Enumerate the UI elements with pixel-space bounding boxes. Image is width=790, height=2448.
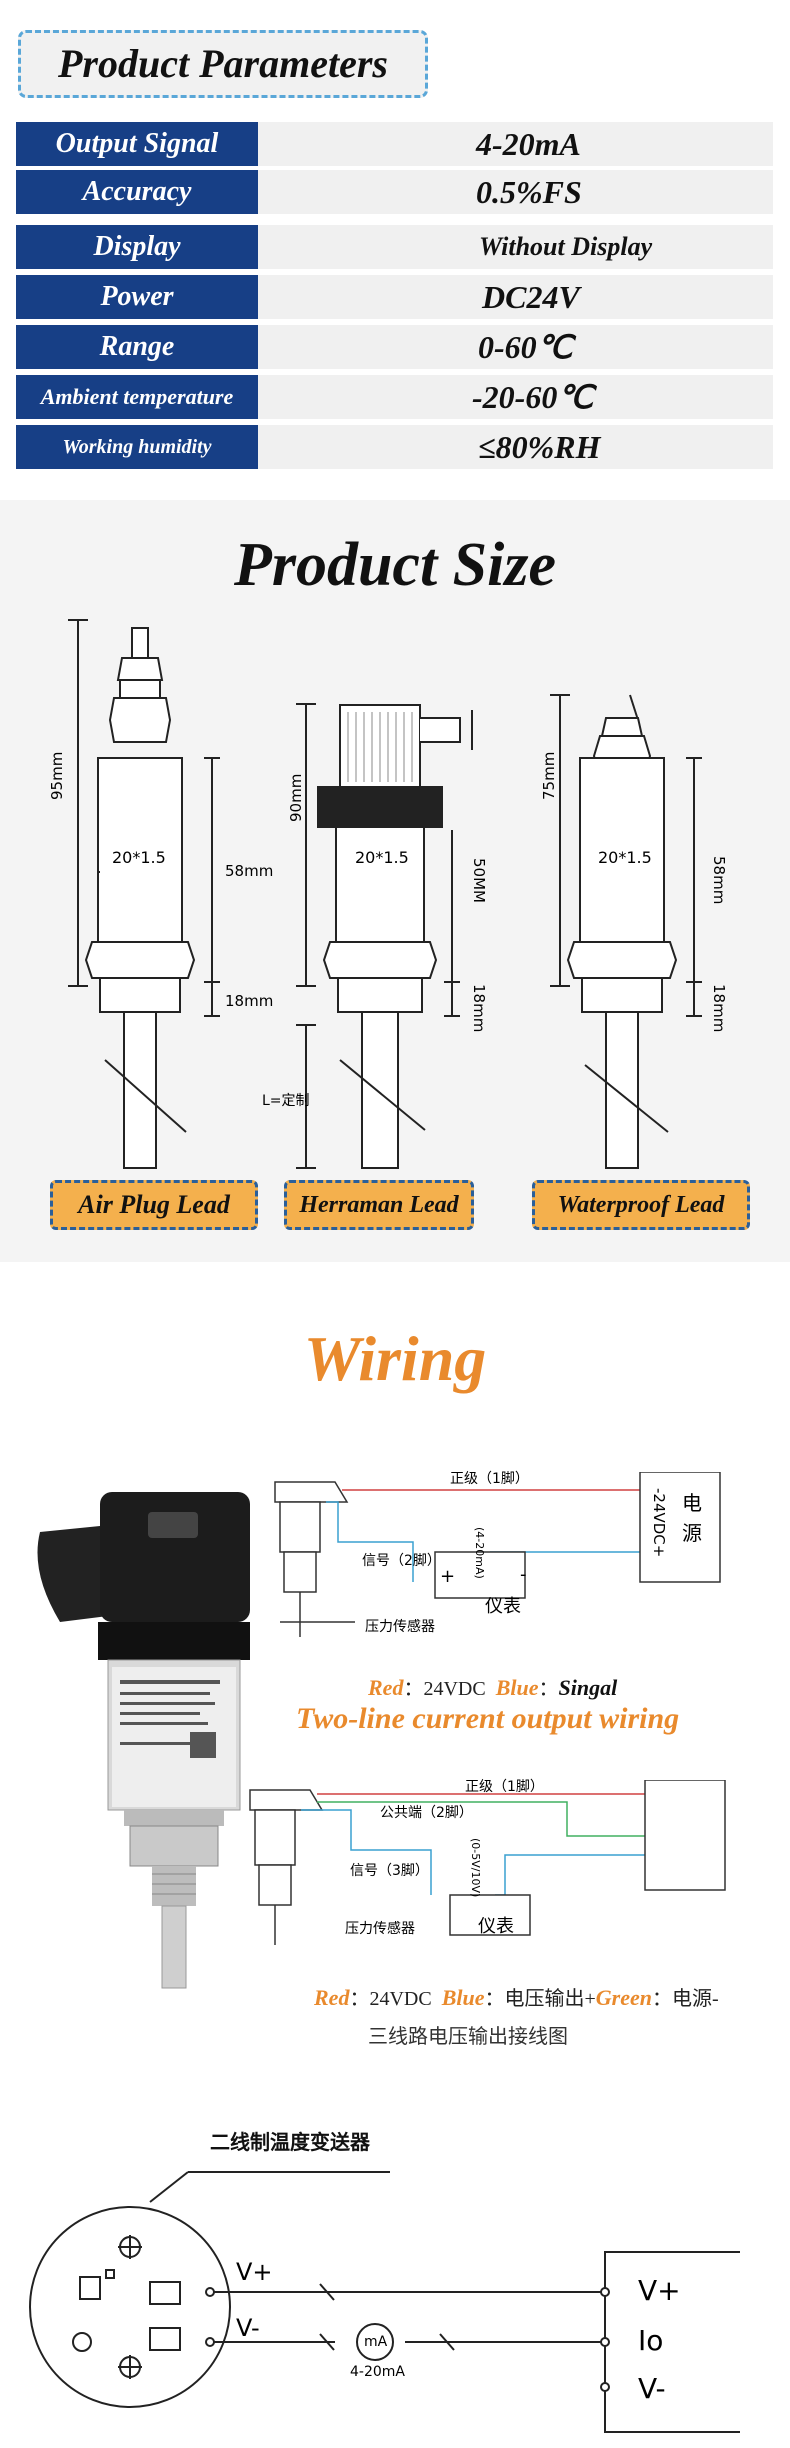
parameters-title-box: Product Parameters (18, 30, 428, 98)
d3-out-io: Io (638, 2324, 664, 2357)
waterproof-total-length: 75mm (540, 751, 558, 800)
herraman-probe-length: L=定制 (262, 1093, 310, 1109)
d3-title: 二线制温度变送器 (210, 2130, 370, 2154)
waterproof-thread-length: 18mm (710, 984, 728, 1033)
herraman-total-length: 90mm (287, 773, 305, 822)
caption-2: Red：24VDC Blue：电压输出+Green：电源- (314, 1985, 719, 2010)
param-value: DC24V (482, 279, 580, 315)
d2-positive-label: 正级（1脚） (465, 1779, 544, 1795)
d3-vminus: V- (236, 2314, 260, 2342)
param-value: Without Display (479, 232, 653, 261)
parameters-title: Product Parameters (58, 41, 388, 86)
d1-meter-minus: - (520, 1564, 527, 1585)
d2-meter-label: 仪表 (478, 1916, 514, 1937)
size-title: Product Size (233, 531, 557, 599)
waterproof-sensor-drawing (550, 694, 702, 1169)
air-plug-sensor-drawing (68, 619, 220, 1169)
param-row-working-humidity: Working humidity ≤80%RH (16, 425, 773, 469)
param-label: Working humidity (16, 425, 258, 469)
air-body-size: 20*1.5 (112, 848, 166, 867)
sensor-dimension-drawings (68, 619, 702, 1169)
d1-positive-label: 正级（1脚） (450, 1471, 529, 1487)
air-body-length: 58mm (225, 862, 274, 880)
lead-label-herraman: Herraman Lead (284, 1180, 474, 1230)
air-thread-length: 18mm (225, 992, 274, 1010)
param-value: 4-20mA (476, 126, 581, 162)
lead-label-air-plug: Air Plug Lead (50, 1180, 258, 1230)
param-row-range: Range 0-60℃ (16, 325, 773, 369)
temperature-transmitter-diagram (29, 2171, 740, 2433)
param-row-display: Display Without Display (16, 225, 773, 269)
d2-range-label: (0-5V/10V) (469, 1838, 482, 1898)
three-line-wiring-diagram (249, 1780, 726, 1945)
herraman-body-length: 50MM (470, 858, 488, 903)
caption-1: Red：24VDC Blue：Singal (368, 1675, 618, 1700)
param-label: Power (16, 275, 258, 319)
herraman-sensor-drawing (296, 703, 473, 1169)
d3-ma-range: 4-20mA (350, 2364, 405, 2380)
d3-vplus: V+ (236, 2258, 273, 2286)
waterproof-body-length: 58mm (710, 856, 728, 905)
d2-sensor-label: 压力传感器 (345, 1921, 415, 1937)
herraman-body-size: 20*1.5 (355, 848, 409, 867)
lead-label-waterproof: Waterproof Lead (532, 1180, 750, 1230)
d3-ma-label: mA (364, 2334, 388, 2350)
param-row-accuracy: Accuracy 0.5%FS (16, 170, 773, 214)
d2-common-label: 公共端（2脚） (380, 1805, 473, 1821)
two-line-subtitle: Two-line current output wiring (296, 1702, 680, 1735)
d1-signal-label: 信号（2脚） (362, 1553, 441, 1569)
param-value: 0.5%FS (476, 174, 582, 210)
transmitter-photo (37, 1492, 250, 1989)
wiring-title: Wiring (303, 1323, 487, 1394)
d1-psu-label: -24VDC+ (650, 1488, 668, 1558)
air-total-length: 95mm (48, 751, 66, 800)
two-line-wiring-diagram (274, 1472, 721, 1637)
param-label: Display (16, 225, 258, 269)
product-size-section: Product Size (0, 500, 790, 1262)
d1-meter-label: 仪表 (485, 1596, 521, 1617)
param-value: -20-60℃ (472, 379, 594, 415)
product-parameters-section: Product Parameters Output Signal 4-20mA … (0, 0, 790, 490)
d2-signal-label: 信号（3脚） (350, 1863, 429, 1879)
param-label: Output Signal (16, 122, 258, 166)
herraman-thread-length: 18mm (470, 984, 488, 1033)
param-row-power: Power DC24V (16, 275, 773, 319)
param-value: 0-60℃ (478, 329, 573, 365)
d1-sensor-label: 压力传感器 (365, 1619, 435, 1635)
d1-meter-plus: + (440, 1566, 456, 1587)
param-label: Ambient temperature (16, 375, 258, 419)
param-label: Range (16, 325, 258, 369)
wiring-section: Wiring (0, 1262, 790, 2448)
d1-range-label: (4-20mA) (473, 1527, 486, 1579)
waterproof-body-size: 20*1.5 (598, 848, 652, 867)
param-row-ambient-temperature: Ambient temperature -20-60℃ (16, 375, 773, 419)
three-line-subtitle: 三线路电压输出接线图 (368, 2024, 568, 2048)
param-label: Accuracy (16, 170, 258, 214)
param-value: ≤80%RH (478, 429, 601, 465)
param-row-output-signal: Output Signal 4-20mA (16, 122, 773, 166)
d3-out-vminus: V- (638, 2372, 666, 2405)
d1-power-label: 电 源 (682, 1491, 702, 1545)
d3-out-vplus: V+ (638, 2274, 681, 2307)
